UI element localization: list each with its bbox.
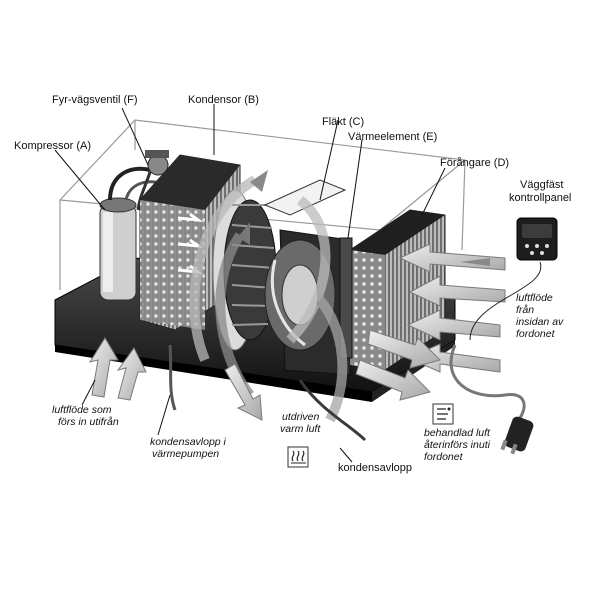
leader-lines xyxy=(54,104,446,463)
label-compressor: Kompressor (A) xyxy=(14,140,92,152)
treated-air-arrows xyxy=(355,329,441,401)
label-four-way-valve: Fyr-vägsventil (F) xyxy=(52,94,138,106)
airflow-swirls xyxy=(189,175,348,423)
label-inside-air-4: fordonet xyxy=(516,328,555,340)
condensate-drain-hose xyxy=(298,379,367,442)
label-panel-line2: kontrollpanel xyxy=(509,192,572,204)
label-condensate-drain: kondensavlopp xyxy=(338,462,413,474)
four-way-valve xyxy=(136,150,169,211)
warm-air-arrows xyxy=(224,363,263,421)
panel-arrows xyxy=(460,258,490,266)
compressor xyxy=(99,166,166,301)
label-outside-air-1: luftflöde som xyxy=(52,404,112,416)
label-evaporator: Förångare (D) xyxy=(440,157,510,169)
electrical-box xyxy=(263,179,347,216)
label-inside-air-3: insidan av xyxy=(516,316,564,328)
label-warm-air-2: varm luft xyxy=(280,423,321,435)
power-plug-icon xyxy=(449,344,534,455)
label-heatpump-drain-2: värmepumpen xyxy=(152,448,220,460)
outside-air-arrows xyxy=(88,337,147,401)
label-outside-air-2: förs in utifrån xyxy=(58,416,119,428)
control-panel-icon xyxy=(469,217,558,341)
label-warm-air-1: utdriven xyxy=(282,411,320,423)
label-treated-air-3: fordonet xyxy=(424,451,463,463)
label-heater: Värmeelement (E) xyxy=(348,131,438,143)
label-inside-air-2: från xyxy=(516,304,535,316)
label-fan: Fläkt (C) xyxy=(322,116,365,128)
label-treated-air-1: behandlad luft xyxy=(424,427,490,439)
label-heatpump-drain-1: kondensavlopp i xyxy=(150,436,226,448)
label-treated-air-2: återinförs inuti xyxy=(424,439,490,451)
label-condenser: Kondensor (B) xyxy=(188,94,259,106)
label-inside-air-1: luftflöde xyxy=(516,292,553,304)
label-panel-line1: Väggfäst xyxy=(520,179,564,191)
heatpump-drain-hose xyxy=(168,344,177,411)
heat-waves-icon xyxy=(287,446,309,468)
treated-air-icon xyxy=(432,403,454,425)
